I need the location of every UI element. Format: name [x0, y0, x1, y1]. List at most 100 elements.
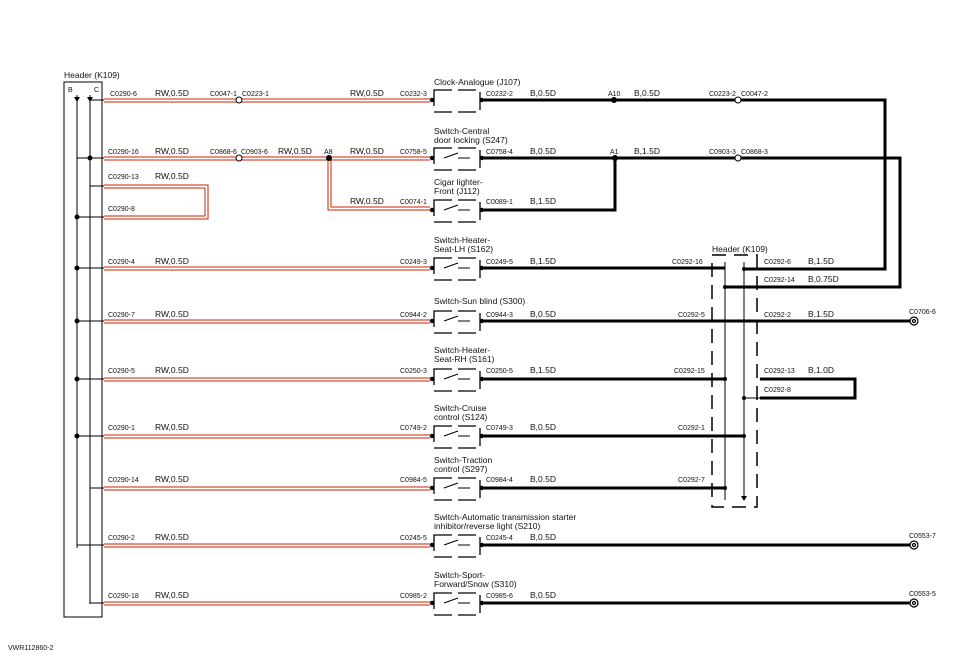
- label-c0292-5: C0292-5: [678, 312, 705, 319]
- inline-connectors: [235, 96, 742, 162]
- right-header-busbars: [724, 262, 760, 500]
- label-c0706-6: C0706-6: [909, 309, 936, 316]
- label-c0074-1: C0074-1: [400, 199, 427, 206]
- label-c0292-6: C0292-6: [764, 259, 791, 266]
- label-wire-spec: B,0.5D: [530, 532, 556, 542]
- left-header-pin-b: B: [68, 87, 73, 94]
- component-cigar-lighter: Cigar lighter-: [434, 177, 483, 187]
- label-wire-spec: RW,0.5D: [155, 146, 189, 156]
- label-a8: A8: [324, 149, 333, 156]
- label-c0292-15: C0292-15: [674, 368, 705, 375]
- label-c0290-7: C0290-7: [108, 312, 135, 319]
- left-header-taps: [74, 99, 104, 604]
- label-c0985-6: C0985-6: [486, 593, 513, 600]
- label-c0758-4: C0758-4: [486, 149, 513, 156]
- label-c0292-1: C0292-1: [678, 425, 705, 432]
- left-header-title: Header (K109): [64, 70, 120, 80]
- label-c0749-3: C0749-3: [486, 425, 513, 432]
- label-wire-spec: RW,0.5D: [155, 256, 189, 266]
- label-c0292-14: C0292-14: [764, 277, 795, 284]
- label-c0232-2: C0232-2: [486, 91, 513, 98]
- label-wire-spec: RW,0.5D: [350, 88, 384, 98]
- label-c0868-6: C0868-6: [210, 149, 237, 156]
- label-wire-spec: B,0.5D: [530, 146, 556, 156]
- label-c0290-5: C0290-5: [108, 368, 135, 375]
- label-c0292-16: C0292-16: [672, 259, 703, 266]
- component-cigar-lighter-2: Front (J112): [434, 186, 480, 196]
- label-c0553-7: C0553-7: [909, 533, 936, 540]
- label-c0944-3: C0944-3: [486, 312, 513, 319]
- label-wire-spec: RW,0.5D: [155, 309, 189, 319]
- label-c0290-13: C0290-13: [108, 174, 139, 181]
- component-seat-heater-lh-2: Seat-LH (S162): [434, 244, 493, 254]
- label-c0250-3: C0250-3: [400, 368, 427, 375]
- ground-terminals: [909, 316, 919, 608]
- label-wire-spec: B,0.5D: [530, 88, 556, 98]
- label-wire-spec: RW,0.5D: [278, 146, 312, 156]
- label-wire-spec: RW,0.5D: [350, 146, 384, 156]
- label-c0290-6: C0290-6: [110, 91, 137, 98]
- label-c0047-2: C0047-2: [741, 91, 768, 98]
- label-wire-spec: B,1.5D: [530, 365, 556, 375]
- label-wire-spec: B,0.75D: [808, 274, 839, 284]
- label-wire-spec: B,0.5D: [530, 474, 556, 484]
- label-c0758-5: C0758-5: [400, 149, 427, 156]
- component-sport-switch-2: Forward/Snow (S310): [434, 579, 517, 589]
- component-central-locking-switch: Switch-Central: [434, 126, 489, 136]
- label-c0290-18: C0290-18: [108, 593, 139, 600]
- label-a1: A1: [610, 149, 619, 156]
- figure-id: VWR112860-2: [8, 645, 54, 652]
- label-c0984-4: C0984-4: [486, 477, 513, 484]
- label-wire-spec: RW,0.5D: [155, 88, 189, 98]
- label-a10: A10: [608, 91, 621, 98]
- component-central-locking-switch-2: door locking (S247): [434, 135, 508, 145]
- label-wire-spec: RW,0.5D: [155, 532, 189, 542]
- component-auto-trans-switch: Switch-Automatic transmission starter: [434, 512, 576, 522]
- label-wire-spec: RW,0.5D: [155, 590, 189, 600]
- label-wire-spec: RW,0.5D: [155, 171, 189, 181]
- label-c0749-2: C0749-2: [400, 425, 427, 432]
- label-wire-spec: B,1.5D: [530, 256, 556, 266]
- label-wire-spec: B,0.5D: [530, 422, 556, 432]
- label-c0223-1: C0223-1: [242, 91, 269, 98]
- component-seat-heater-lh: Switch-Heater-: [434, 235, 490, 245]
- right-header-title: Header (K109): [712, 244, 768, 254]
- label-c0250-5: C0250-5: [486, 368, 513, 375]
- label-c0868-3: C0868-3: [741, 149, 768, 156]
- label-wire-spec: B,0.5D: [530, 590, 556, 600]
- rw-wires: [104, 98, 430, 606]
- label-c0047-1: C0047-1: [210, 91, 237, 98]
- label-wire-spec: B,1.5D: [808, 256, 834, 266]
- label-c0903-3: C0903-3: [709, 149, 736, 156]
- label-c0290-14: C0290-14: [108, 477, 139, 484]
- component-cruise-switch: Switch-Cruise: [434, 403, 487, 413]
- right-header-outline: [711, 254, 758, 508]
- component-sun-blind-switch: Switch-Sun blind (S300): [434, 296, 525, 306]
- label-wire-spec: B,1.5D: [634, 146, 660, 156]
- switch-boxes: [433, 89, 481, 616]
- label-c0249-3: C0249-3: [400, 259, 427, 266]
- component-seat-heater-rh-2: Seat-RH (S161): [434, 354, 495, 364]
- component-sport-switch: Switch-Sport-: [434, 570, 485, 580]
- label-c0223-2: C0223-2: [709, 91, 736, 98]
- label-wire-spec: B,1.5D: [530, 196, 556, 206]
- label-wire-spec: RW,0.5D: [155, 422, 189, 432]
- label-c0290-4: C0290-4: [108, 259, 135, 266]
- component-clock-analogue: Clock-Analogue (J107): [434, 77, 521, 87]
- component-traction-switch-2: control (S297): [434, 464, 488, 474]
- label-c0089-1: C0089-1: [486, 199, 513, 206]
- label-wire-spec: B,0.5D: [634, 88, 660, 98]
- b-wires: [484, 98, 910, 605]
- label-c0292-7: C0292-7: [678, 477, 705, 484]
- left-header-block: [63, 81, 103, 618]
- junction-dots: [326, 97, 747, 501]
- component-auto-trans-switch-2: inhibitor/reverse light (S210): [434, 521, 540, 531]
- label-wire-spec: RW,0.5D: [155, 474, 189, 484]
- left-header-pin-c: C: [94, 87, 99, 94]
- label-c0292-13: C0292-13: [764, 368, 795, 375]
- label-c0292-2: C0292-2: [764, 312, 791, 319]
- label-c0290-1: C0290-1: [108, 425, 135, 432]
- label-wire-spec: RW,0.5D: [350, 196, 384, 206]
